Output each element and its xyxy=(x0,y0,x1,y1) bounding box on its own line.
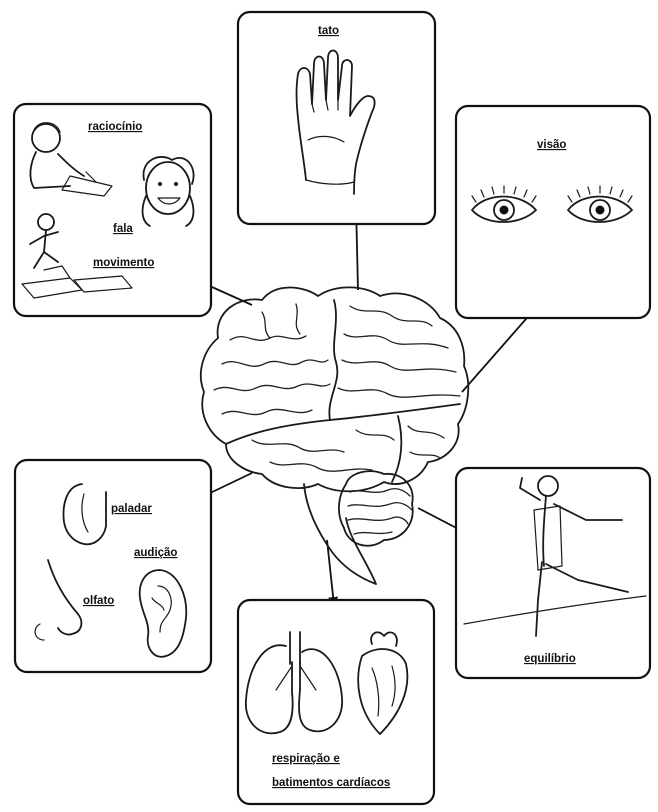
box-tato: tato xyxy=(238,12,435,224)
label-fala: fala xyxy=(113,223,133,235)
box-raciocinio: raciocínio fala movimento xyxy=(14,104,211,316)
label-tato: tato xyxy=(318,25,339,37)
brain-illustration xyxy=(201,287,468,584)
label-audicao: audição xyxy=(134,547,177,559)
box-respiracao: respiração e batimentos cardíacos xyxy=(238,600,434,804)
box-visao: visão xyxy=(456,106,650,318)
box-paladar: paladar audição olfato xyxy=(15,460,211,672)
label-movimento: movimento xyxy=(93,257,154,269)
label-respiracao-line1: respiração e xyxy=(272,753,340,765)
label-visao: visão xyxy=(537,139,566,151)
label-paladar: paladar xyxy=(111,503,152,515)
label-olfato: olfato xyxy=(83,595,114,607)
label-equilibrio: equilíbrio xyxy=(524,653,576,665)
label-respiracao-line2: batimentos cardíacos xyxy=(272,777,390,789)
label-raciocinio: raciocínio xyxy=(88,121,142,133)
box-equilibrio: equilíbrio xyxy=(456,468,650,678)
